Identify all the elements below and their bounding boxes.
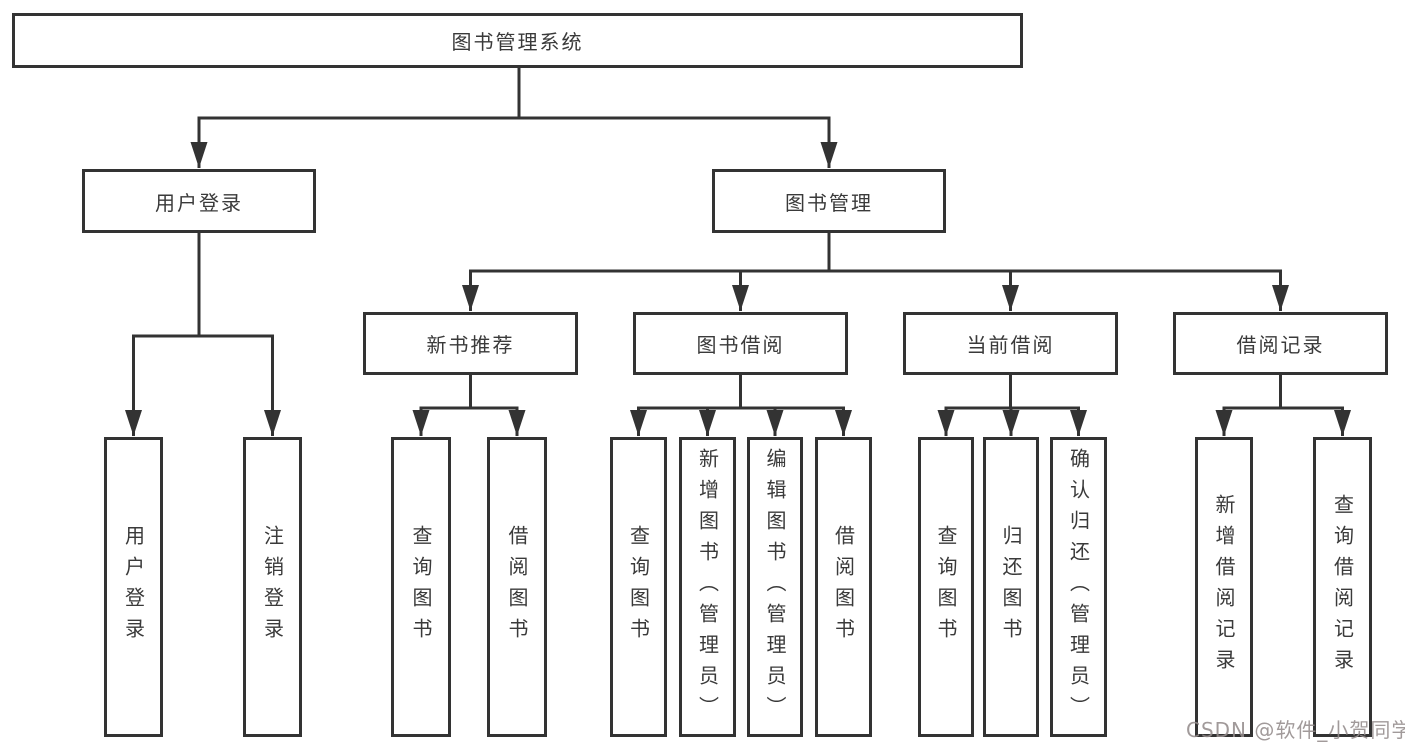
node-current-borrow: 当前借阅 <box>903 312 1118 375</box>
csdn-watermark: CSDN @软件_小贺同学 <box>1186 718 1405 742</box>
leaf-recommend-borrow-books: 借阅图书 <box>487 437 547 737</box>
leaf-current-return-books: 归还图书 <box>983 437 1039 737</box>
leaf-borrow-edit-books-admin: 编辑图书（管理员） <box>747 437 803 737</box>
leaf-borrow-query-books: 查询图书 <box>610 437 667 737</box>
node-root-system: 图书管理系统 <box>12 13 1023 68</box>
connector-borrow-to-leaves <box>630 375 852 436</box>
connector-recommend-to-leaves <box>412 375 526 436</box>
node-new-book-recommend: 新书推荐 <box>363 312 578 375</box>
connector-root-to-level2 <box>190 68 838 168</box>
connector-records-to-leaves <box>1215 375 1351 436</box>
leaf-borrow-borrow-books: 借阅图书 <box>815 437 872 737</box>
leaf-records-query-record: 查询借阅记录 <box>1313 437 1372 737</box>
connector-current-to-leaves <box>937 375 1087 436</box>
leaf-logout: 注销登录 <box>243 437 302 737</box>
node-book-borrow: 图书借阅 <box>633 312 848 375</box>
connector-management-to-modules <box>462 233 1289 311</box>
node-borrow-records: 借阅记录 <box>1173 312 1388 375</box>
leaf-records-add-record: 新增借阅记录 <box>1195 437 1253 737</box>
leaf-current-confirm-return-admin: 确认归还（管理员） <box>1050 437 1107 737</box>
connector-login-to-leaves <box>125 233 281 436</box>
leaf-user-login: 用户登录 <box>104 437 163 737</box>
leaf-current-query-books: 查询图书 <box>918 437 974 737</box>
leaf-borrow-add-books-admin: 新增图书（管理员） <box>679 437 736 737</box>
node-user-login: 用户登录 <box>82 169 316 233</box>
node-book-management: 图书管理 <box>712 169 946 233</box>
leaf-recommend-query-books: 查询图书 <box>391 437 451 737</box>
